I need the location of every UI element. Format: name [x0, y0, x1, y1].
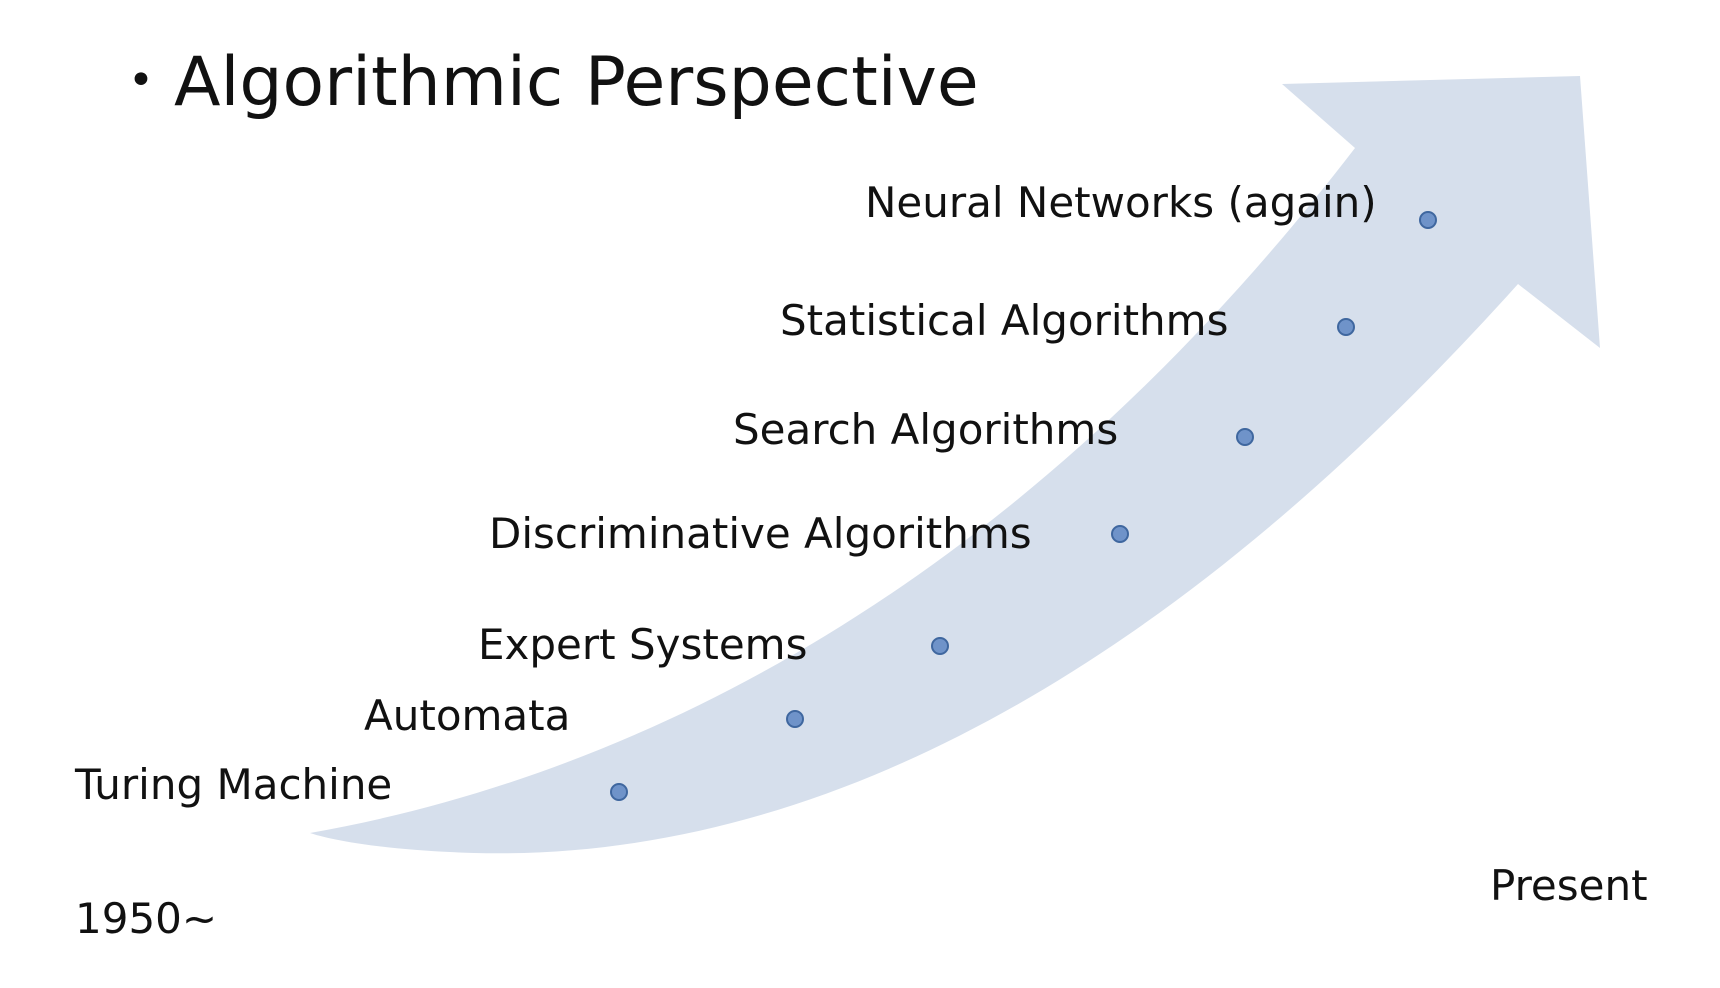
milestone-dot-6 — [1337, 318, 1355, 336]
slide-title: • Algorithmic Perspective — [128, 43, 979, 122]
end-time-label: Present — [1490, 861, 1648, 910]
milestone-label-statistical-algorithms: Statistical Algorithms — [780, 296, 1229, 345]
milestone-label-search-algorithms: Search Algorithms — [733, 405, 1119, 454]
progress-arrow — [310, 76, 1600, 854]
bullet-point: • — [128, 55, 154, 106]
milestone-dot-1 — [610, 783, 628, 801]
milestone-label-expert-systems: Expert Systems — [478, 620, 808, 669]
milestone-label-turing-machine: Turing Machine — [75, 760, 393, 809]
milestone-label-discriminative-algorithms: Discriminative Algorithms — [489, 509, 1032, 558]
milestone-label-automata: Automata — [364, 691, 571, 740]
milestone-dots — [610, 211, 1437, 801]
milestone-dot-3 — [931, 637, 949, 655]
milestone-label-neural-networks-again: Neural Networks (again) — [865, 178, 1377, 227]
start-time-label: 1950~ — [75, 894, 218, 943]
milestone-dot-7 — [1419, 211, 1437, 229]
milestone-dot-5 — [1236, 428, 1254, 446]
milestone-dot-4 — [1111, 525, 1129, 543]
milestone-dot-2 — [786, 710, 804, 728]
slide-title-text: Algorithmic Perspective — [173, 43, 979, 122]
